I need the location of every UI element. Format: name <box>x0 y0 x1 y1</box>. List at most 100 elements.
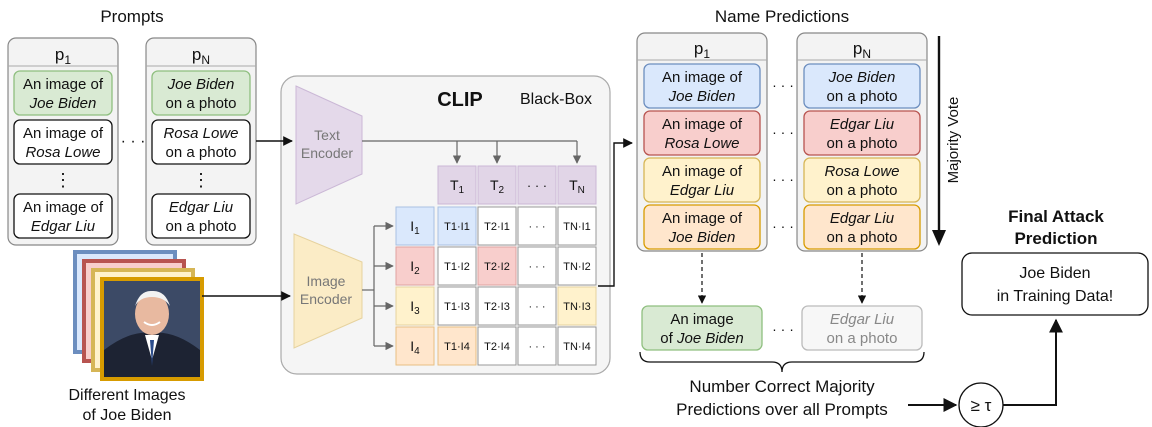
matrix-cell: T2·I3 <box>484 301 510 313</box>
matrix-cell: T1·I1 <box>444 221 470 233</box>
prompt-pN-item1-line2: on a photo <box>166 95 237 112</box>
image-stack <box>73 250 204 381</box>
prompt-panel-p1-label: p1 <box>55 45 71 67</box>
matrix-cell: T1·I3 <box>444 301 470 313</box>
vote-result-ellipsis: · · · <box>772 321 794 337</box>
vote-result-p1-line2: of Joe Biden <box>660 330 743 347</box>
prediction-panel-p1-label: p1 <box>694 39 710 61</box>
prediction-p1-item2-line1: An image of <box>662 116 743 133</box>
clip-blackbox-label: Black-Box <box>520 91 592 108</box>
threshold-label: ≥ τ <box>971 396 992 415</box>
prediction-ellipsis: · · · <box>772 124 794 140</box>
vote-result-pN-line1: Edgar Liu <box>830 311 895 328</box>
threshold-node: ≥ τ <box>958 382 1004 427</box>
attack-result-line2: in Training Data! <box>997 288 1114 305</box>
count-label-line1: Number Correct Majority <box>689 377 875 396</box>
image-features-column: I1 I2 I3 I4 <box>395 206 435 366</box>
prompt-p1-item1-line2: Joe Biden <box>29 95 97 112</box>
matrix-cell: · · · <box>528 301 545 313</box>
similarity-matrix <box>437 206 597 366</box>
text-feature-t1: T1 <box>450 177 465 196</box>
prompt-pN-item1-line1: Joe Biden <box>167 76 235 93</box>
predictions-title: Name Predictions <box>715 7 849 26</box>
prediction-pN-item4-line1: Edgar Liu <box>830 210 895 227</box>
input-arrows <box>202 136 633 301</box>
prompt-p1-item2-line1: An image of <box>23 125 104 142</box>
prompt-p1-item3-line2: Edgar Liu <box>31 218 96 235</box>
image-encoder-line1: Image <box>307 273 346 289</box>
image-feature-i3: I3 <box>410 298 420 317</box>
prediction-p1-item1-line2: Joe Biden <box>668 88 736 105</box>
prompt-p1-item3-line1: An image of <box>23 199 104 216</box>
prediction-p1-item1-line1: An image of <box>662 69 743 86</box>
prediction-ellipsis: · · · <box>772 218 794 234</box>
similarity-matrix-labels: T1·I1 T2·I1 · · · TN·I1 T1·I2 T2·I2 · · … <box>444 221 591 353</box>
matrix-cell: TN·I4 <box>563 341 591 353</box>
prediction-pN-item3-line2: on a photo <box>827 182 898 199</box>
prediction-pN-item2-line2: on a photo <box>827 135 898 152</box>
images-caption-line1: Different Images <box>68 387 185 404</box>
prompt-p1-item2-line2: Rosa Lowe <box>25 144 100 161</box>
prompt-pN-item3-line2: on a photo <box>166 218 237 235</box>
vote-result-arrows <box>697 253 867 304</box>
matrix-cell: T2·I1 <box>484 221 510 233</box>
majority-vote-label: Majority Vote <box>945 97 962 184</box>
prompt-pN-item2-line2: on a photo <box>166 144 237 161</box>
prompt-panel-pN-label: pN <box>192 45 210 67</box>
image-feature-i1: I1 <box>410 218 420 237</box>
vote-result-p1-line1: An image <box>670 311 733 328</box>
image-feature-i4: I4 <box>410 338 420 357</box>
text-feature-tN: TN <box>569 177 585 196</box>
image-encoder-arrows <box>362 221 394 351</box>
image-encoder: Image Encoder <box>293 233 363 349</box>
curly-brace <box>639 351 925 373</box>
attack-title-line2: Prediction <box>1014 229 1097 248</box>
text-encoder-arrows <box>362 140 582 164</box>
prediction-pN-item2-line1: Edgar Liu <box>830 116 895 133</box>
portrait-image <box>104 281 200 377</box>
text-features-row: T1 T2 · · · TN <box>437 165 597 205</box>
attack-title-line1: Final Attack <box>1008 207 1104 226</box>
prediction-pN-item1-line1: Joe Biden <box>828 69 896 86</box>
prompt-panel-pN: pN Joe Biden on a photo Rosa Lowe on a p… <box>145 37 257 246</box>
prediction-panel-p1: p1 An image of Joe Biden An image of Ros… <box>636 32 768 252</box>
prediction-pN-item1-line2: on a photo <box>827 88 898 105</box>
vote-result-pN-line2: on a photo <box>827 330 898 347</box>
prompt-p1-item1-line1: An image of <box>23 76 104 93</box>
matrix-cell: T2·I4 <box>484 341 510 353</box>
matrix-cell: · · · <box>528 221 545 233</box>
matrix-cell: T1·I4 <box>444 341 470 353</box>
prediction-p1-item4-line1: An image of <box>662 210 743 227</box>
clip-title: CLIP <box>437 89 483 111</box>
prediction-pN-item4-line2: on a photo <box>827 229 898 246</box>
prediction-pN-item3-line1: Rosa Lowe <box>824 163 899 180</box>
matrix-cell: · · · <box>528 341 545 353</box>
prediction-panel-pN-label: pN <box>853 39 871 61</box>
prediction-p1-item4-line2: Joe Biden <box>668 229 736 246</box>
matrix-cell: · · · <box>528 261 545 273</box>
matrix-cell: TN·I2 <box>563 261 591 273</box>
vote-result-pN: Edgar Liu on a photo <box>801 305 923 351</box>
prediction-panel-pN: pN Joe Biden on a photo Edgar Liu on a p… <box>796 32 928 252</box>
matrix-cell: TN·I3 <box>563 301 591 313</box>
text-feature-t2: T2 <box>490 177 505 196</box>
prediction-p1-item3-line2: Edgar Liu <box>670 182 735 199</box>
prediction-p1-item3-line1: An image of <box>662 163 743 180</box>
text-encoder-line2: Encoder <box>301 145 353 161</box>
images-caption-line2: of Joe Biden <box>83 407 172 424</box>
prompt-pN-item3-line1: Edgar Liu <box>169 199 234 216</box>
prompt-pN-item2-line1: Rosa Lowe <box>163 125 238 142</box>
text-feature-ellipsis: · · · <box>527 178 547 193</box>
attack-result-line1: Joe Biden <box>1019 265 1090 282</box>
prediction-ellipsis: · · · <box>772 171 794 187</box>
text-encoder: Text Encoder <box>295 85 363 205</box>
vote-result-p1: An image of Joe Biden <box>641 305 763 351</box>
prompt-panel-p1: p1 An image of Joe Biden An image of Ros… <box>7 37 119 246</box>
image-feature-i2: I2 <box>410 258 420 277</box>
prompt-pN-vertical-ellipsis: ⋮ <box>192 170 210 190</box>
majority-vote-arrow: Majority Vote <box>932 36 962 246</box>
prompt-p1-vertical-ellipsis: ⋮ <box>54 170 72 190</box>
prediction-row-ellipses: · · · · · · · · · · · · <box>772 77 794 234</box>
prediction-ellipsis: · · · <box>772 77 794 93</box>
